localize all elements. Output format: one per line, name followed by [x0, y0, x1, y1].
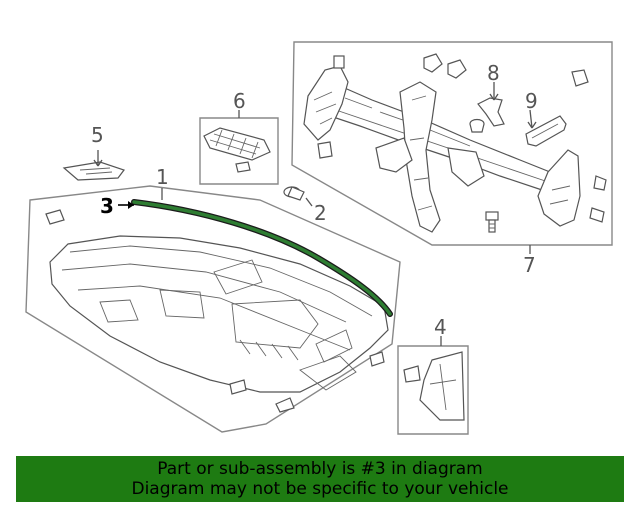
callout-4: 4 [434, 315, 447, 339]
callout-1: 1 [156, 165, 169, 189]
instrument-panel-body [49, 235, 389, 393]
banner-line-2: Diagram may not be specific to your vehi… [131, 479, 509, 499]
part-5 [62, 161, 125, 181]
callout-3: 3 [100, 194, 114, 218]
bolt-icon [485, 211, 499, 233]
left-bracket [303, 65, 349, 141]
part-8-bracket [477, 97, 505, 127]
info-banner: Part or sub-assembly is #3 in diagram Di… [16, 456, 624, 502]
part-2 [283, 186, 305, 201]
group-1-instrument-panel [25, 185, 401, 433]
callout-6: 6 [233, 89, 246, 113]
callout-2: 2 [314, 201, 327, 225]
banner-line-1: Part or sub-assembly is #3 in diagram [157, 459, 483, 479]
part-5-clip [62, 161, 125, 181]
group-4-side-cover [397, 345, 469, 435]
callout-7: 7 [523, 253, 536, 277]
leader-lines [93, 82, 537, 346]
side-cover-panel [419, 351, 465, 421]
group-6-vent [199, 117, 279, 185]
group-7-steering-hanger-beam [291, 41, 613, 246]
callout-9: 9 [525, 89, 538, 113]
part-9-bracket [525, 115, 567, 147]
callout-5: 5 [91, 123, 104, 147]
part-3-seal-highlight [132, 200, 392, 316]
callout-8: 8 [487, 61, 500, 85]
